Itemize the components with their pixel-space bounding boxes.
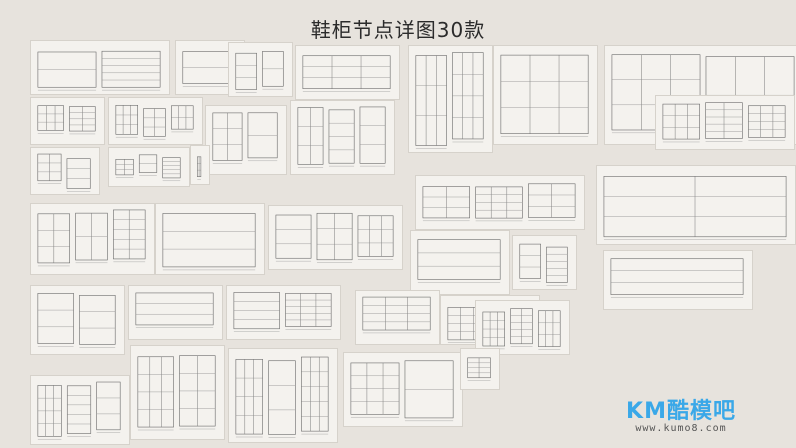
cad-drawing-sheet [30, 203, 155, 275]
cad-drawing-sheet [228, 42, 293, 97]
cad-drawing-sheet [226, 285, 341, 340]
cad-drawing-sheet [655, 95, 795, 150]
cad-drawing-sheet [155, 203, 265, 275]
cad-drawing-sheet [30, 147, 100, 195]
cad-drawing-sheet [475, 300, 570, 355]
cad-drawing-sheet [355, 290, 440, 345]
cad-drawing-sheet [493, 45, 598, 145]
cad-drawing-sheet [343, 352, 463, 427]
cad-drawing-sheet [408, 45, 493, 153]
cad-drawing-sheet [596, 165, 796, 245]
cad-drawing-sheet [512, 235, 577, 290]
cad-drawing-sheet [460, 348, 500, 390]
cad-drawing-sheet [108, 147, 190, 187]
cad-drawing-sheet [30, 285, 125, 355]
cad-drawing-sheet [30, 40, 170, 95]
watermark-brand: KM酷模吧 [626, 399, 736, 424]
cad-drawing-sheet [410, 230, 510, 295]
cad-drawing-sheet [128, 285, 223, 340]
cad-drawing-sheet [30, 375, 130, 445]
cad-drawing-sheet [30, 97, 105, 145]
page-title: 鞋柜节点详图30款 [310, 18, 486, 42]
cad-drawing-sheet [205, 105, 287, 175]
cad-drawing-sheet [268, 205, 403, 270]
cad-drawing-sheet [415, 175, 585, 230]
cad-drawing-sheet [295, 45, 400, 100]
cad-drawing-sheet [130, 345, 225, 440]
cad-drawing-sheet [228, 348, 338, 443]
cad-drawing-sheet [290, 100, 395, 175]
cad-drawing-sheet [190, 145, 210, 185]
watermark-logo: KM酷模吧 www.kumo8.com [626, 393, 736, 434]
cad-drawing-sheet [603, 250, 753, 310]
cad-drawing-sheet [108, 97, 203, 145]
watermark-url: www.kumo8.com [635, 423, 727, 434]
